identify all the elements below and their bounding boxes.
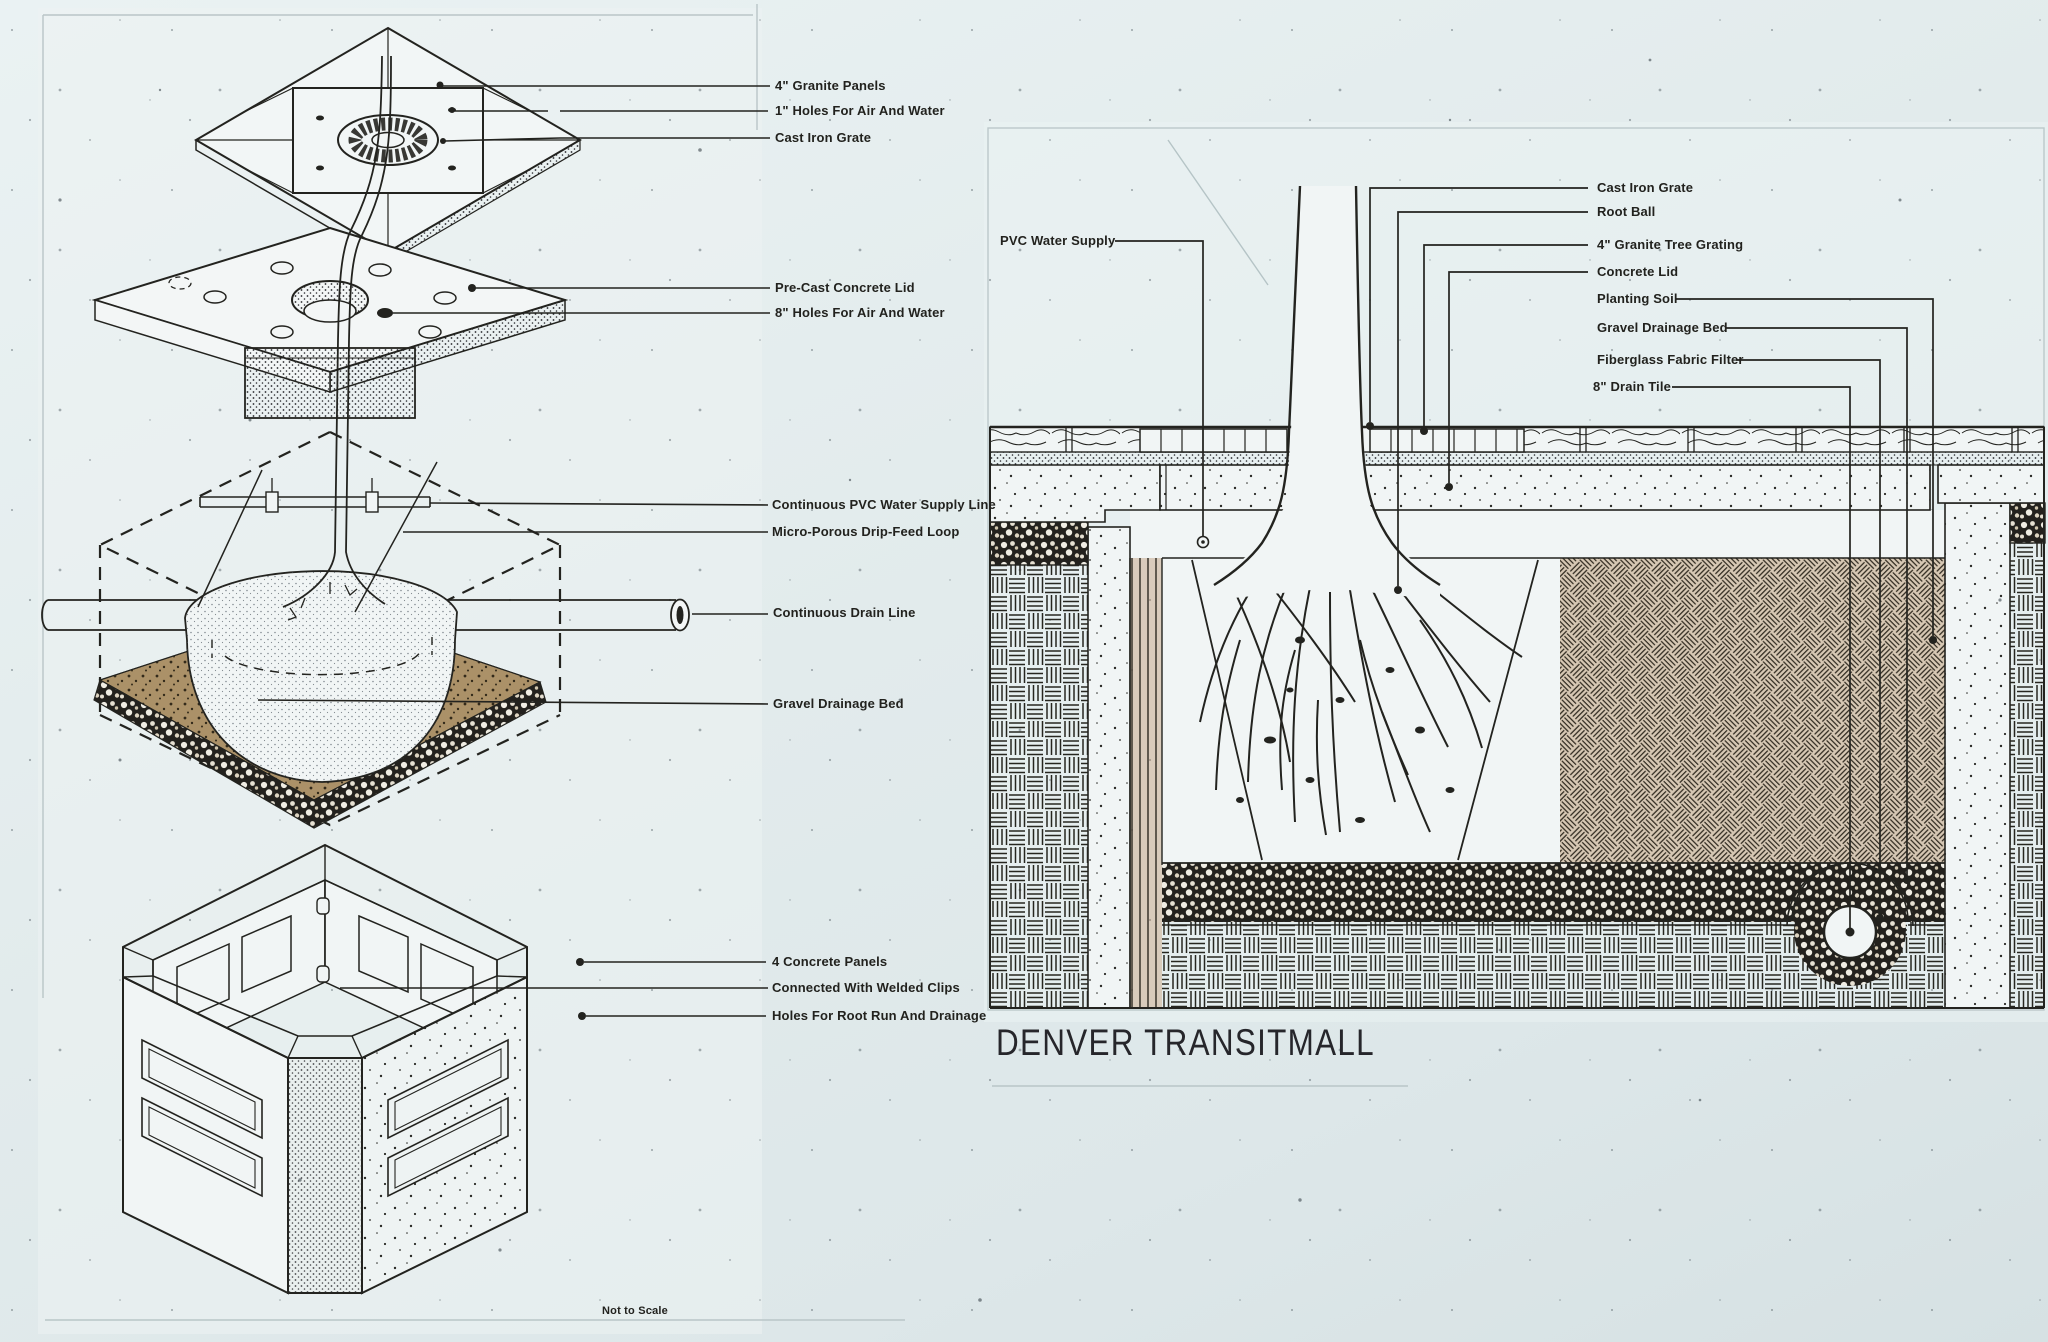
label-concrete-panels: 4 Concrete Panels xyxy=(772,954,888,969)
scale-note: Not to Scale xyxy=(602,1305,668,1317)
gravel-pocket-right xyxy=(2009,502,2046,544)
label-root-run-holes: Holes For Root Run And Drainage xyxy=(772,1008,987,1023)
pvc-supply-pipe xyxy=(197,461,438,613)
callout-root-ball: Root Ball xyxy=(1597,204,1656,219)
label-cast-iron-grate: Cast Iron Grate xyxy=(775,130,872,145)
gravel-drainage-band xyxy=(1162,862,1945,986)
tree-trunk-section xyxy=(1213,185,1441,600)
concrete-vault xyxy=(122,843,528,1295)
tree-trunk-left xyxy=(282,55,392,621)
paper-specks-large xyxy=(58,58,2002,1302)
air-gap xyxy=(1130,510,1945,558)
label-drain-line: Continuous Drain Line xyxy=(773,605,916,620)
pavement xyxy=(989,425,2045,523)
root-ball-isometric xyxy=(184,570,458,783)
section-frame xyxy=(989,427,2045,1009)
concrete-lid-isometric xyxy=(91,226,569,419)
label-gravel-bed: Gravel Drainage Bed xyxy=(773,696,904,711)
callout-fabric-filter: Fiberglass Fabric Filter xyxy=(1597,352,1744,367)
callout-tree-grating: 4" Granite Tree Grating xyxy=(1597,237,1744,252)
label-drip-feed-loop: Micro-Porous Drip-Feed Loop xyxy=(772,524,960,539)
label-pvc-supply-line: Continuous PVC Water Supply Line xyxy=(772,497,996,512)
root-pit xyxy=(1162,558,1560,865)
label-pvc-water-supply: PVC Water Supply xyxy=(1000,233,1116,248)
drawing-title: DENVER TRANSITMALL xyxy=(996,1022,1375,1063)
label-1in-holes: 1" Holes For Air And Water xyxy=(775,103,945,118)
callout-concrete-lid: Concrete Lid xyxy=(1597,264,1679,279)
leader-lines-left xyxy=(257,81,770,1020)
label-precast-lid: Pre-Cast Concrete Lid xyxy=(775,280,915,295)
callout-drain-tile: 8" Drain Tile xyxy=(1593,379,1671,394)
exploded-view xyxy=(41,26,690,1295)
label-8in-holes: 8" Holes For Air And Water xyxy=(775,305,945,320)
gravel-pocket-left xyxy=(989,521,1089,566)
cross-section xyxy=(989,185,2046,1009)
callout-cast-iron-grate: Cast Iron Grate xyxy=(1597,180,1694,195)
leader-lines-right xyxy=(1115,187,1937,928)
label-welded-clips: Connected With Welded Clips xyxy=(772,980,960,995)
callout-gravel-bed: Gravel Drainage Bed xyxy=(1597,320,1728,335)
label-granite-panels: 4" Granite Panels xyxy=(775,78,886,93)
callout-planting-soil: Planting Soil xyxy=(1597,291,1678,306)
